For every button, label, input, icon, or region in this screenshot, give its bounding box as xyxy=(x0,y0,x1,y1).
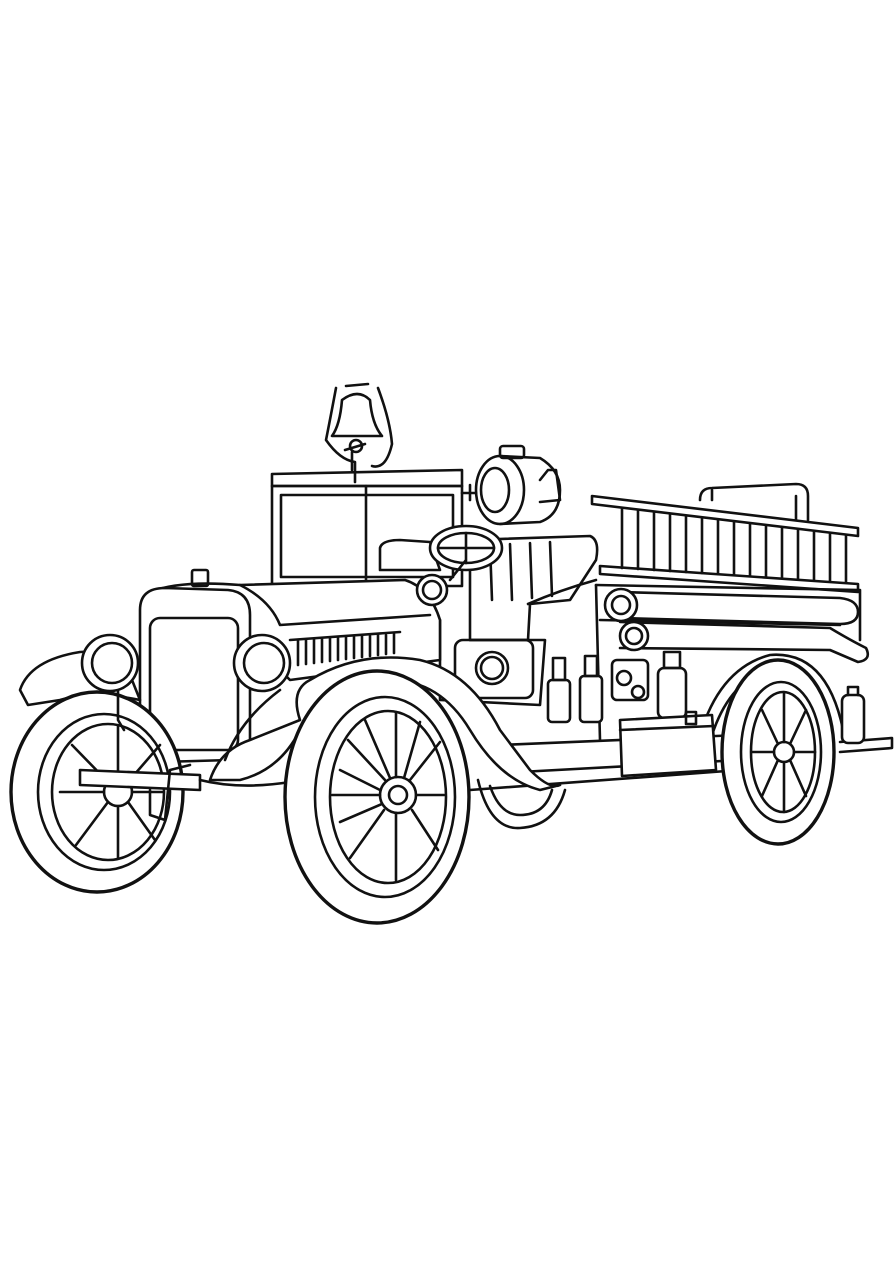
rear-fender xyxy=(698,653,847,742)
equipment xyxy=(546,650,688,724)
toolbox xyxy=(618,710,718,778)
headlight-right xyxy=(232,633,292,693)
front-right-wheel xyxy=(283,669,471,925)
front-bumper xyxy=(78,763,292,822)
pump-drum xyxy=(460,444,562,526)
seat xyxy=(378,534,599,642)
windshield xyxy=(270,468,464,588)
bell-icon xyxy=(324,382,394,484)
steering-wheel xyxy=(428,524,504,582)
rear-wheel xyxy=(720,658,836,846)
rear-left-wheel xyxy=(476,778,567,830)
hose-pipes xyxy=(603,587,870,664)
headlight-left xyxy=(80,633,140,732)
ladder xyxy=(590,482,860,594)
side-lamp xyxy=(415,573,449,607)
extinguisher-rear xyxy=(840,685,866,745)
front-left-wheel xyxy=(9,690,185,894)
